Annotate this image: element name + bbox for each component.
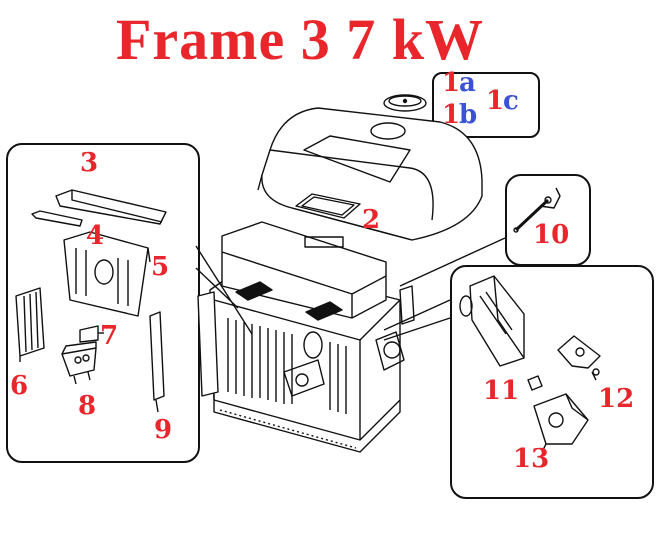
label-part-7: 7 [100, 321, 119, 351]
part-7-tube [79, 325, 104, 343]
callout-box-right-parts [450, 265, 654, 499]
firebox-body [197, 221, 415, 453]
label-part-11: 11 [483, 376, 520, 406]
part-12-bracket [557, 335, 601, 381]
callout-box-1abc [432, 72, 540, 138]
label-part-9: 9 [154, 415, 173, 445]
label-part-12: 12 [598, 384, 635, 414]
label-part-5: 5 [151, 252, 170, 282]
part-8-burn-pot [61, 341, 97, 385]
pointer-line-left [195, 245, 253, 335]
part-4-strip [31, 210, 83, 227]
part-5-back-plate [63, 231, 151, 317]
pointer-line-right [383, 299, 451, 341]
part-13-gear-motor [533, 393, 589, 453]
diagram-title: Frame 3 7 kW [116, 7, 484, 72]
part-6-side-panel [15, 287, 45, 362]
part-11-fitting [527, 375, 543, 391]
label-1c-suffix: c [503, 86, 519, 116]
part-feeder-assembly [459, 275, 525, 367]
label-part-3: 3 [80, 148, 99, 178]
part-1c-round-lid [383, 94, 427, 112]
label-part-6: 6 [10, 371, 29, 401]
label-part-8: 8 [78, 391, 97, 421]
label-part-10: 10 [533, 220, 570, 250]
part-2-gasket [295, 193, 361, 219]
part-3-deflector [55, 189, 167, 225]
label-1c-number: 1 [486, 86, 505, 116]
label-part-13: 13 [513, 444, 550, 474]
label-1a-suffix: a [459, 68, 476, 98]
part-9-side-strip [149, 311, 165, 413]
label-1b-number: 1 [442, 100, 461, 130]
label-1a-number: 1 [442, 68, 461, 98]
label-part-4: 4 [86, 221, 105, 251]
part-10-sensor-rod [513, 187, 561, 233]
label-part-2: 2 [362, 205, 381, 235]
pointer-line-10 [399, 237, 506, 287]
label-1b-suffix: b [459, 100, 478, 130]
